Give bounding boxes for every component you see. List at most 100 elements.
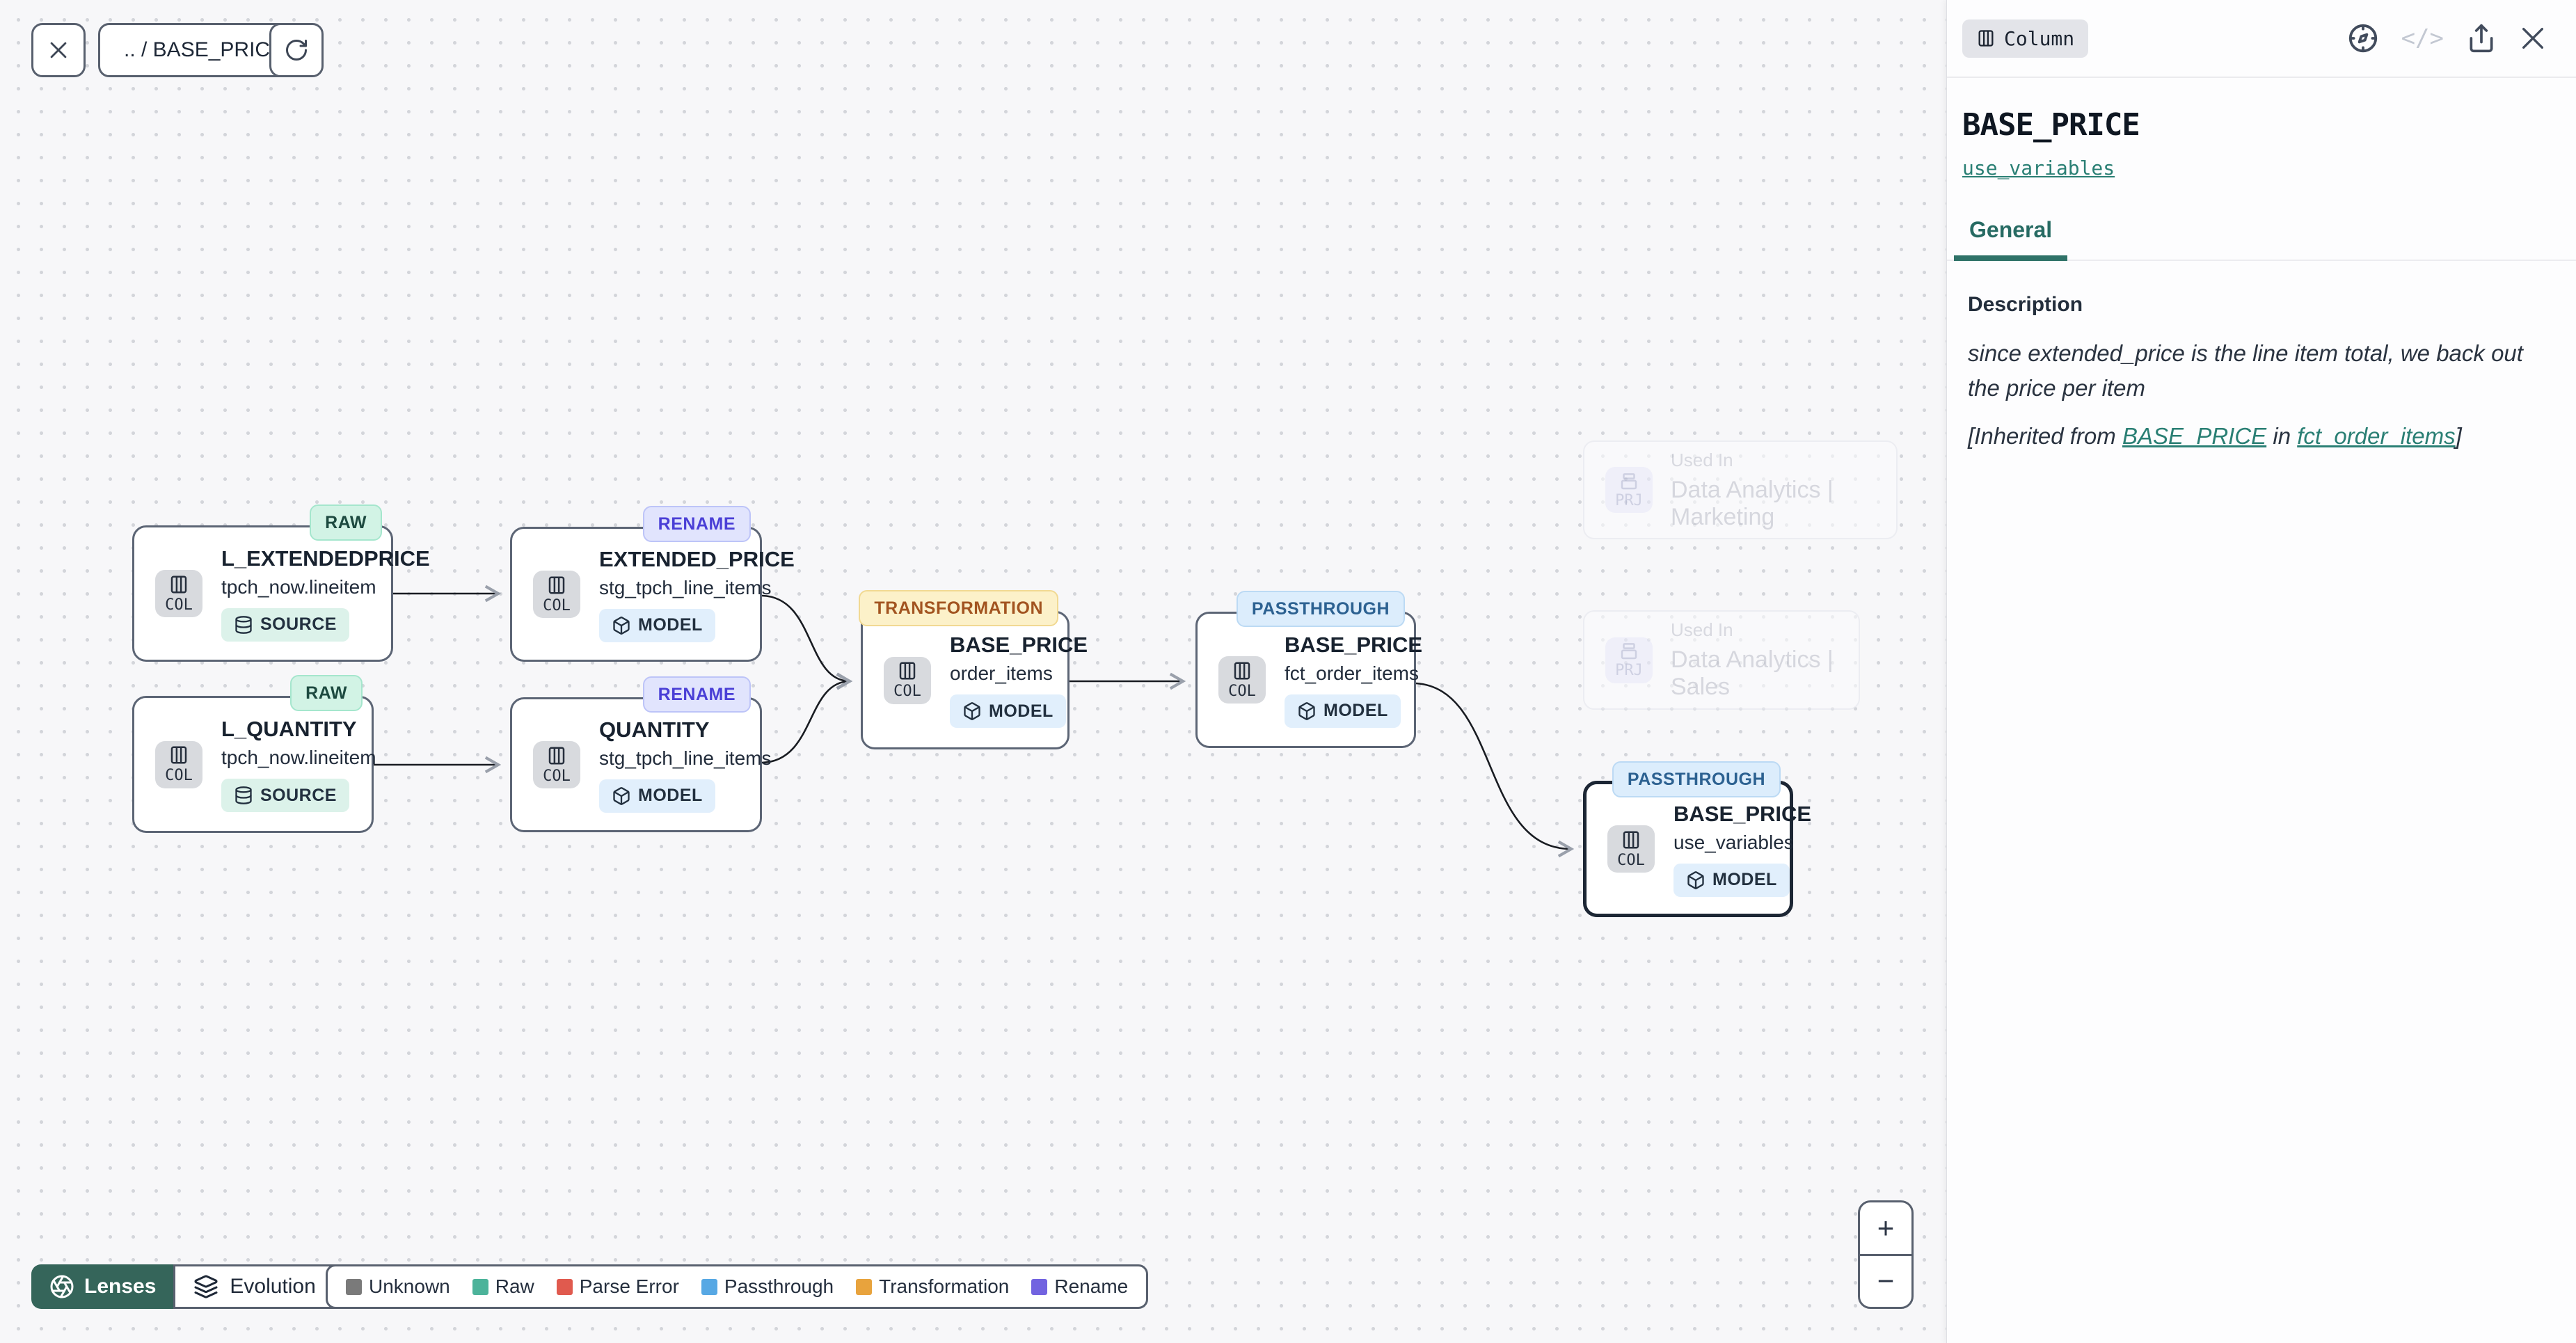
node-l-quantity[interactable]: RAW COL L_QUANTITY tpch_now.lineitem SOU… xyxy=(132,696,374,833)
column-chip-label: COL xyxy=(543,597,571,614)
column-chip-label: COL xyxy=(1617,852,1645,869)
lenses-button[interactable]: Lenses xyxy=(31,1264,174,1309)
refresh-button[interactable] xyxy=(269,23,324,77)
node-base-price-fct-order-items[interactable]: PASSTHROUGH COL BASE_PRICE fct_order_ite… xyxy=(1195,612,1416,748)
description-label: Description xyxy=(1968,293,2548,317)
node-base-price-use-variables[interactable]: PASSTHROUGH COL BASE_PRICE use_variables… xyxy=(1583,781,1793,917)
used-in-project: Data Analytics | Marketing xyxy=(1671,477,1896,531)
legend-swatch xyxy=(701,1279,717,1295)
refresh-icon xyxy=(284,38,309,63)
tab-general[interactable]: General xyxy=(1954,217,2067,261)
entity-type-badge: Column xyxy=(1962,19,2088,58)
lens-badge-passthrough: PASSTHROUGH xyxy=(1237,591,1405,627)
node-title: QUANTITY xyxy=(599,717,709,742)
column-chip-label: COL xyxy=(165,767,193,784)
node-subtitle: stg_tpch_line_items xyxy=(599,577,771,599)
description-text: since extended_price is the line item to… xyxy=(1968,336,2548,405)
kind-badge-source: SOURCE xyxy=(221,608,349,642)
lens-badge-rename: RENAME xyxy=(643,506,751,542)
node-l-extendedprice[interactable]: RAW COL L_EXTENDEDPRICE tpch_now.lineite… xyxy=(132,525,393,662)
cube-icon xyxy=(962,701,982,721)
node-base-price-order-items[interactable]: TRANSFORMATION COL BASE_PRICE order_item… xyxy=(861,611,1070,749)
node-subtitle: use_variables xyxy=(1673,832,1794,854)
column-chip: COL xyxy=(155,741,202,788)
inherited-model-link[interactable]: fct_order_items xyxy=(2297,423,2455,449)
columns-icon xyxy=(168,745,189,765)
column-chip-label: COL xyxy=(543,768,571,785)
kind-badge-model: MODEL xyxy=(599,609,715,642)
legend-item: Parse Error xyxy=(557,1276,679,1298)
lens-mode-label: Evolution xyxy=(230,1275,315,1298)
model-link[interactable]: use_variables xyxy=(1962,157,2115,180)
columns-icon xyxy=(168,574,189,595)
columns-icon xyxy=(897,660,918,681)
layers-icon xyxy=(193,1274,218,1299)
column-chip: COL xyxy=(155,570,202,617)
node-subtitle: tpch_now.lineitem xyxy=(221,747,376,769)
used-in-label: Used In xyxy=(1671,450,1896,471)
lens-badge-passthrough: PASSTHROUGH xyxy=(1612,761,1781,797)
lens-badge-rename: RENAME xyxy=(643,676,751,713)
used-in-card-marketing[interactable]: PRJ Used In Data Analytics | Marketing xyxy=(1583,440,1898,539)
close-lineage-button[interactable] xyxy=(31,23,86,77)
lens-badge-raw: RAW xyxy=(290,675,363,711)
details-panel: Column </> BASE_PRICE use_variables Gene… xyxy=(1946,0,2576,1343)
kind-badge-model: MODEL xyxy=(950,694,1066,728)
breadcrumb-label: .. / BASE_PRICE xyxy=(124,38,284,62)
columns-icon xyxy=(1232,660,1253,681)
columns-icon xyxy=(1621,829,1641,850)
database-icon xyxy=(234,615,253,635)
lineage-canvas[interactable]: .. / BASE_PRICE RAW COL L_EXTENDEDPRICE … xyxy=(0,0,1946,1343)
inherited-note: [Inherited from BASE_PRICE in fct_order_… xyxy=(1968,423,2548,450)
cube-icon xyxy=(612,616,631,635)
panel-title: BASE_PRICE xyxy=(1962,107,2576,143)
zoom-in-button[interactable]: + xyxy=(1860,1202,1911,1256)
cube-icon xyxy=(612,786,631,806)
used-in-card-sales[interactable]: PRJ Used In Data Analytics | Sales xyxy=(1583,610,1860,710)
columns-icon xyxy=(1976,29,1996,48)
cube-icon xyxy=(1297,701,1317,721)
project-icon xyxy=(1619,471,1639,492)
node-subtitle: stg_tpch_line_items xyxy=(599,747,771,770)
node-subtitle: order_items xyxy=(950,662,1053,685)
column-chip: COL xyxy=(533,741,580,788)
column-chip: COL xyxy=(1218,656,1266,704)
column-chip: COL xyxy=(1607,825,1655,873)
columns-icon xyxy=(546,575,567,596)
column-chip-label: COL xyxy=(1228,683,1256,700)
legend-item: Unknown xyxy=(346,1276,450,1298)
share-icon[interactable] xyxy=(2466,23,2497,54)
node-title: L_EXTENDEDPRICE xyxy=(221,546,430,571)
project-chip-label: PRJ xyxy=(1615,662,1643,679)
used-in-label: Used In xyxy=(1671,619,1859,641)
legend-item: Passthrough xyxy=(701,1276,834,1298)
zoom-controls: + − xyxy=(1858,1200,1914,1309)
lens-badge-raw: RAW xyxy=(310,504,382,541)
node-extended-price[interactable]: RENAME COL EXTENDED_PRICE stg_tpch_line_… xyxy=(510,527,762,662)
close-panel-icon[interactable] xyxy=(2519,24,2547,52)
node-title: L_QUANTITY xyxy=(221,717,357,742)
zoom-out-button[interactable]: − xyxy=(1860,1256,1911,1308)
node-subtitle: tpch_now.lineitem xyxy=(221,576,376,598)
legend-swatch xyxy=(346,1279,362,1295)
compass-icon[interactable] xyxy=(2347,22,2379,54)
used-in-project: Data Analytics | Sales xyxy=(1671,646,1859,701)
column-chip: COL xyxy=(884,657,931,704)
project-chip: PRJ xyxy=(1605,467,1653,513)
columns-icon xyxy=(546,745,567,766)
lenses-bar: Lenses Evolution xyxy=(31,1264,367,1309)
kind-badge-model: MODEL xyxy=(1673,864,1790,897)
project-icon xyxy=(1619,641,1639,662)
cube-icon xyxy=(1686,871,1706,890)
node-title: BASE_PRICE xyxy=(950,633,1088,658)
node-quantity[interactable]: RENAME COL QUANTITY stg_tpch_line_items … xyxy=(510,697,762,832)
inherited-column-link[interactable]: BASE_PRICE xyxy=(2122,423,2266,449)
lens-badge-transformation: TRANSFORMATION xyxy=(859,590,1058,626)
lenses-label: Lenses xyxy=(84,1275,156,1298)
column-chip: COL xyxy=(533,571,580,618)
database-icon xyxy=(234,786,253,805)
code-icon[interactable]: </> xyxy=(2401,24,2444,52)
column-chip-label: COL xyxy=(893,683,921,700)
node-subtitle: fct_order_items xyxy=(1285,662,1419,685)
close-icon xyxy=(47,38,70,62)
